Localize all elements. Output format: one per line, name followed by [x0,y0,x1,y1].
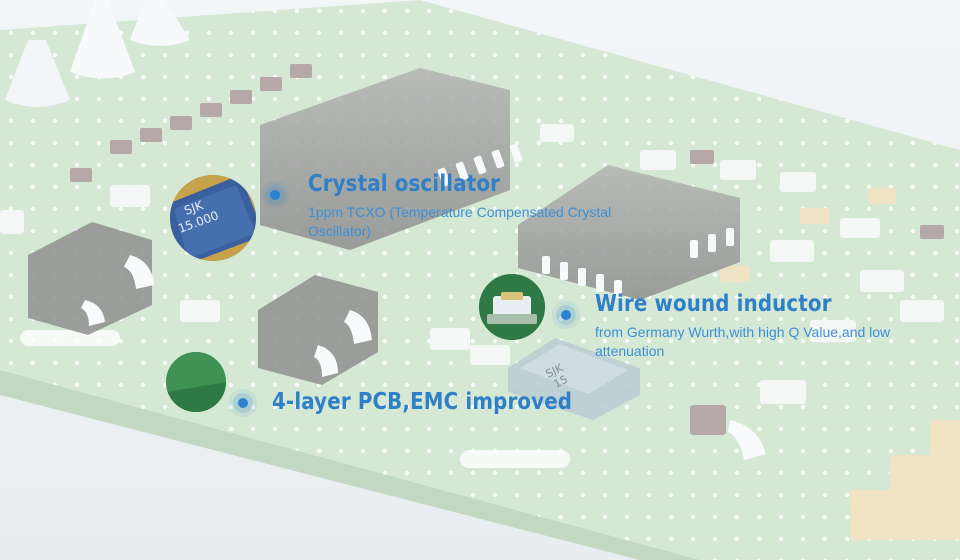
pcb-callout: 4-layer PCB,EMC improved [272,389,621,415]
crystal-oscillator-marker [270,190,280,200]
crystal-oscillator-title: Crystal oscillator [308,171,501,197]
wire-inductor-title: Wire wound inductor [595,291,832,317]
pcb-title: 4-layer PCB,EMC improved [272,389,573,415]
crystal-zoom-marking-line1: SJK [182,198,206,218]
wire-inductor-callout: Wire wound inductor from Germany Wurth,w… [595,291,945,361]
pcb-layer-zoom [166,352,226,412]
wire-inductor-zoom [479,274,545,340]
crystal-zoom-image: SJK 15.000 [170,175,256,261]
crystal-oscillator-zoom: SJK 15.000 [170,175,256,261]
wire-inductor-marker [561,310,571,320]
crystal-oscillator-callout: Crystal oscillator 1ppm TCXO (Temperatur… [308,171,628,241]
inductor-zoom-image [479,274,545,340]
board-marking-line2: 15 [552,373,570,391]
pcb-zoom-image [166,352,226,412]
wire-inductor-description: from Germany Wurth,with high Q Value,and… [595,324,891,359]
crystal-oscillator-description: 1ppm TCXO (Temperature Compensated Cryst… [308,204,612,239]
pcb-marker [238,398,248,408]
